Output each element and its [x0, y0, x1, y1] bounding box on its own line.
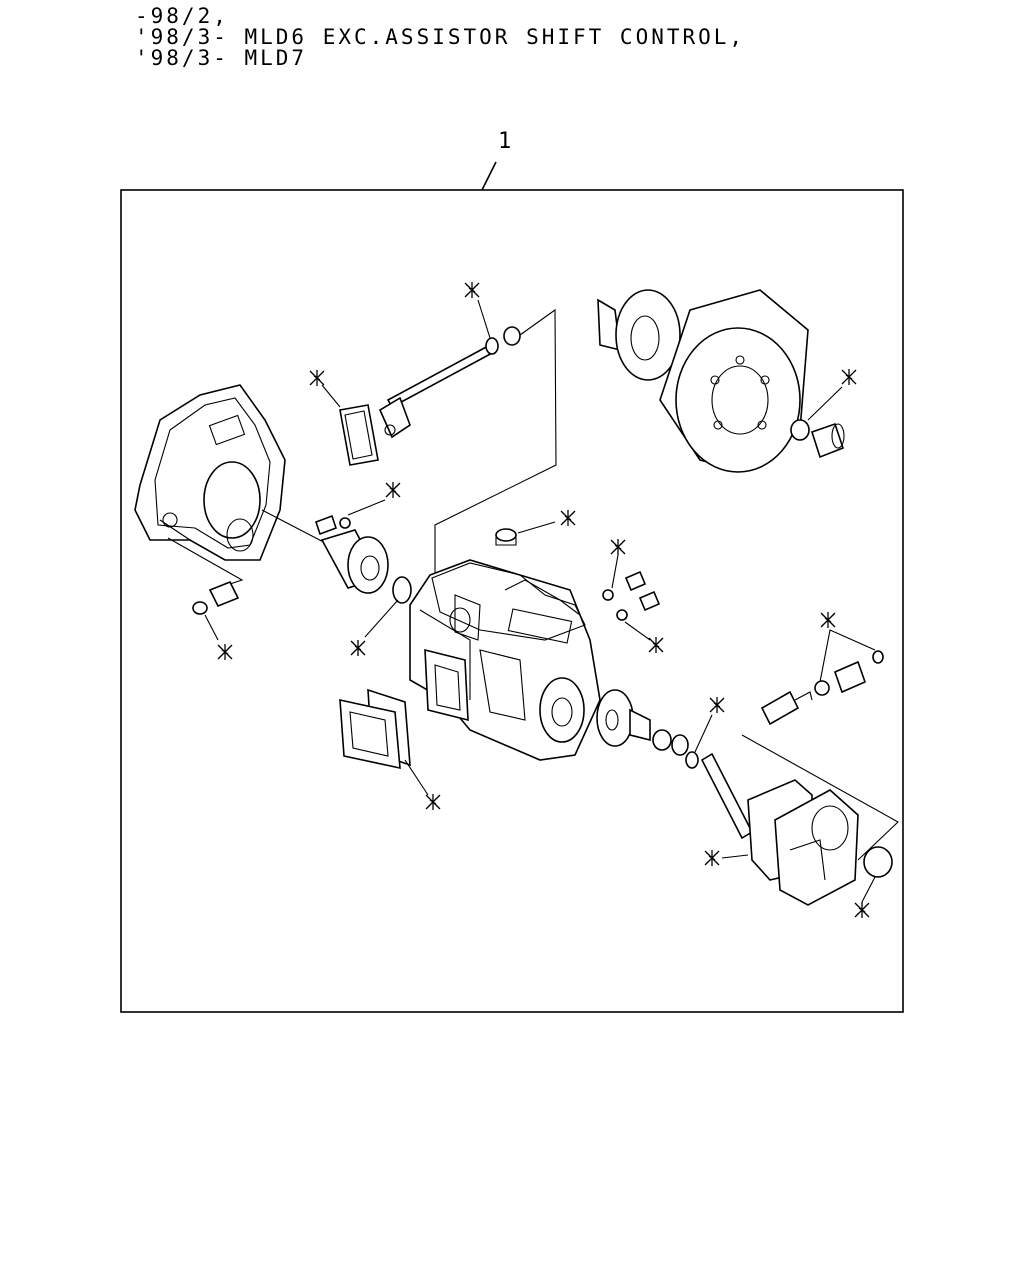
rear-oil-seal [863, 846, 893, 878]
bolt [638, 590, 661, 612]
callout-number: 1 [498, 129, 511, 154]
asterisk-marker [217, 643, 233, 661]
asterisk-marker [704, 849, 720, 867]
asterisk-marker [648, 636, 664, 654]
asterisk-marker [350, 639, 366, 657]
breather [495, 528, 517, 546]
asterisk-marker [464, 281, 480, 299]
speed-sender [760, 650, 884, 726]
asterisk-marker [854, 901, 870, 919]
housing-bushing [167, 537, 244, 641]
asterisk-marker [610, 538, 626, 556]
asterisk-marker [841, 368, 857, 386]
washer [616, 609, 628, 621]
asterisk-marker [560, 509, 576, 527]
callout-leader [481, 161, 497, 191]
assembly-frame [120, 189, 904, 1013]
asterisk-marker [385, 481, 401, 499]
asterisk-marker [709, 696, 725, 714]
bearing-retainer [261, 509, 389, 594]
washer [602, 589, 614, 601]
drum-bushing [811, 422, 845, 459]
bolt [624, 570, 647, 592]
header: -98/2, '98/3- MLD6 EXC.ASSISTOR SHIFT CO… [135, 6, 745, 69]
oil-seal [392, 576, 412, 604]
thrust-washer [790, 419, 810, 441]
gear-assembly [596, 689, 699, 769]
gasket-top [339, 404, 379, 466]
drive-drum [597, 289, 809, 473]
asterisk-marker [425, 793, 441, 811]
asterisk-marker [309, 369, 325, 387]
output-shaft [700, 752, 754, 840]
asterisk-marker [820, 611, 836, 629]
rear-cover [747, 779, 859, 906]
shift-rod [378, 326, 521, 439]
clutch-housing [134, 384, 286, 561]
side-cover [339, 648, 469, 770]
header-line-1: -98/2, [135, 4, 229, 28]
header-line-2: '98/3- MLD6 EXC.ASSISTOR SHIFT CONTROL, [135, 25, 746, 49]
header-line-3: '98/3- MLD7 [135, 46, 308, 70]
